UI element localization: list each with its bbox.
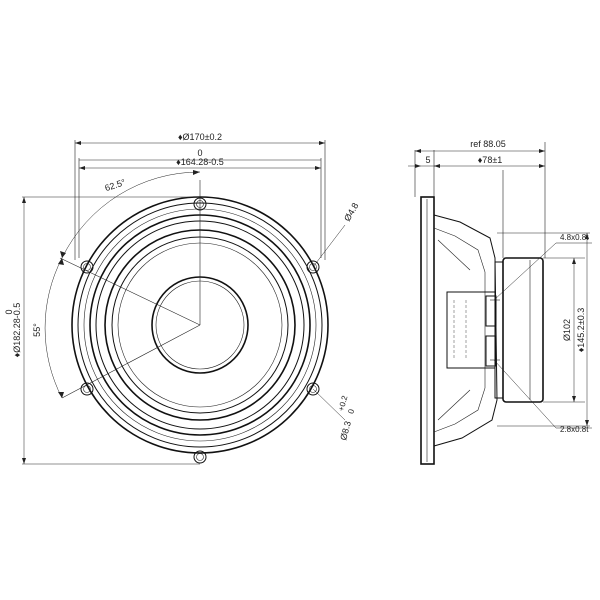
angle-line-upper <box>59 257 201 326</box>
leader-hole-dia <box>312 224 346 268</box>
leader-corner-hole <box>312 388 346 421</box>
label-body-depth: ♦78±1 <box>478 155 503 165</box>
label-vertical-zero: 0 <box>4 309 14 314</box>
flange-plate <box>420 196 435 465</box>
front-view: ♦Ø170±0.2 0 ♦164.28-0.5 62.5° 55° Ø4.8 0… <box>4 132 360 465</box>
label-angle-55: 55° <box>32 323 42 337</box>
angle-arc-62 <box>61 171 201 259</box>
side-view: ref 88.05 5 ♦78±1 4.8x0.8t 2.8x0.8t Ø102… <box>408 139 592 465</box>
angle-arc-55 <box>44 257 63 399</box>
label-terminal-top: 4.8x0.8t <box>560 233 589 242</box>
label-corner-tol-lower: 0 <box>346 408 356 415</box>
label-angle-62: 62.5° <box>103 177 127 193</box>
terminal-upper <box>485 295 497 327</box>
angle-line-lower <box>61 324 201 399</box>
label-overall-depth: ref 88.05 <box>470 139 506 149</box>
label-outer-dia: ♦Ø170±0.2 <box>178 132 222 142</box>
label-corner-hole: Ø8.3 <box>338 420 353 441</box>
terminal-lower <box>485 335 497 367</box>
label-magnet-dia: Ø102 <box>562 319 572 341</box>
label-terminal-bottom: 2.8x0.8t <box>560 425 589 434</box>
leader-terminal-top <box>493 242 557 301</box>
label-vertical-dia: ♦Ø182.28-0.5 <box>12 303 22 358</box>
label-flange-offset: 5 <box>425 155 430 165</box>
mounting-hole-upper-left <box>80 260 94 274</box>
basket-inner <box>433 227 486 433</box>
leader-terminal-bottom <box>493 359 557 429</box>
basket-outline <box>433 214 498 447</box>
mounting-hole-upper-right <box>306 260 320 274</box>
mounting-hole-lower-left <box>80 382 94 396</box>
magnet-body <box>502 257 544 403</box>
label-corner-tol-upper: +0.2 <box>337 394 350 412</box>
label-hole-dia: Ø4.8 <box>342 201 360 223</box>
label-zero-top: 0 <box>197 148 202 158</box>
pole-piece <box>446 291 496 369</box>
mounting-hole-bottom <box>193 450 207 464</box>
label-frame-dia: ♦145.2±0.3 <box>576 308 586 353</box>
mounting-hole-lower-right <box>306 382 320 396</box>
label-bolt-circle: ♦164.28-0.5 <box>176 157 224 167</box>
